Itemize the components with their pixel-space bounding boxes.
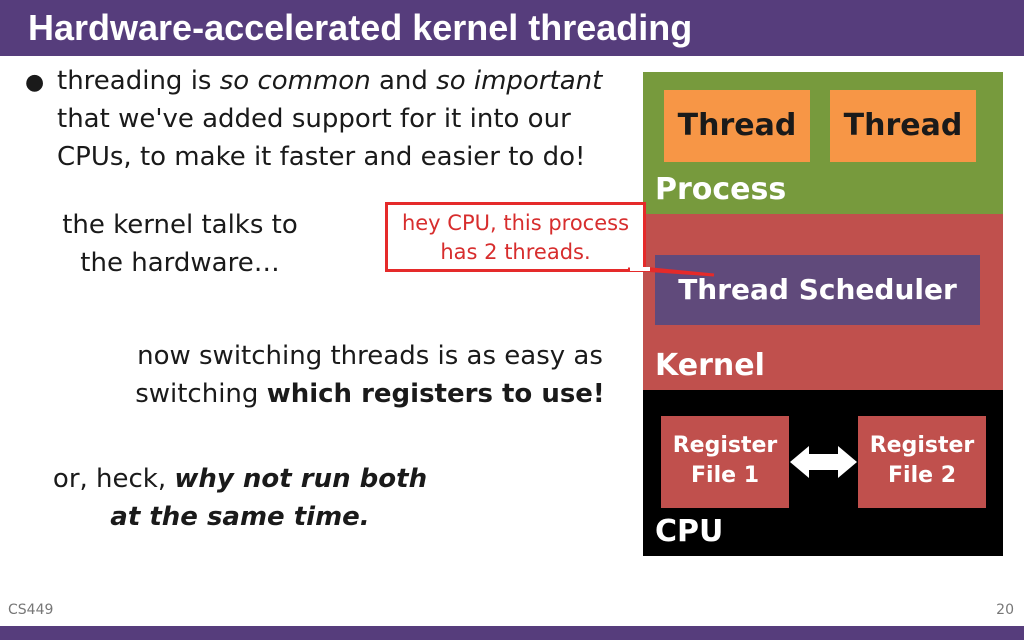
switching-line-2-a: switching xyxy=(135,379,267,409)
bullet-line-1: threading is so common and so important xyxy=(57,62,632,100)
slide-title: Hardware-accelerated kernel threading xyxy=(28,7,693,48)
register-file-2-line-1: Register xyxy=(869,433,975,458)
why-not-line-1-a: or, heck, xyxy=(52,464,175,494)
register-file-1-line-2: File 1 xyxy=(691,463,759,488)
title-bar: Hardware-accelerated kernel threading xyxy=(0,0,1024,56)
footer-bar xyxy=(0,626,1024,640)
register-file-2-line-2: File 2 xyxy=(888,463,956,488)
register-file-1: Register File 1 xyxy=(661,416,789,508)
bullet-line-1-d: so important xyxy=(436,66,603,96)
bullet-dot-icon: ● xyxy=(25,70,45,95)
kernel-layer: Thread Scheduler Kernel xyxy=(643,214,1003,390)
thread-box-2: Thread xyxy=(830,90,976,162)
kernel-talks-line-2: the hardware… xyxy=(80,248,280,278)
callout-line-1: hey CPU, this process xyxy=(401,211,630,235)
cpu-layer: Register File 1 Register File 2 CPU xyxy=(643,390,1003,556)
switching-line-2: switching which registers to use! xyxy=(100,375,640,413)
switching-line-2-b: which registers to use! xyxy=(266,379,605,409)
switching-line-1: now switching threads is as easy as xyxy=(137,341,603,371)
bullet-line-1-c: and xyxy=(370,66,437,96)
why-not-line-1: or, heck, why not run both xyxy=(30,460,450,498)
why-not-text: or, heck, why not run both at the same t… xyxy=(30,460,450,536)
kernel-talks-text: the kernel talks to the hardware… xyxy=(40,206,320,282)
bullet-line-2: that we've added support for it into our xyxy=(57,104,571,134)
bullet-line-1-b: so common xyxy=(219,66,371,96)
process-label: Process xyxy=(655,172,787,207)
thread-box-1: Thread xyxy=(664,90,810,162)
why-not-line-1-b: why not run both xyxy=(174,464,428,494)
footer-page-number: 20 xyxy=(996,602,1014,618)
why-not-line-2: at the same time. xyxy=(110,502,370,532)
kernel-talks-line-1: the kernel talks to xyxy=(62,210,298,240)
kernel-label: Kernel xyxy=(655,348,765,383)
switching-text: now switching threads is as easy as swit… xyxy=(100,337,640,413)
thread-scheduler-box: Thread Scheduler xyxy=(655,255,980,325)
callout-line-2: has 2 threads. xyxy=(440,240,591,264)
register-file-1-line-1: Register xyxy=(672,433,778,458)
bullet-line-3: CPUs, to make it faster and easier to do… xyxy=(57,142,586,172)
double-arrow-icon xyxy=(790,446,857,478)
callout-box: hey CPU, this process has 2 threads. xyxy=(385,202,646,272)
bullet-line-1-a: threading is xyxy=(57,66,220,96)
footer-course: CS449 xyxy=(8,602,54,618)
bullet-text: threading is so common and so important … xyxy=(57,62,632,176)
process-layer: Thread Thread Process xyxy=(643,72,1003,214)
cpu-label: CPU xyxy=(655,514,724,549)
register-file-2: Register File 2 xyxy=(858,416,986,508)
